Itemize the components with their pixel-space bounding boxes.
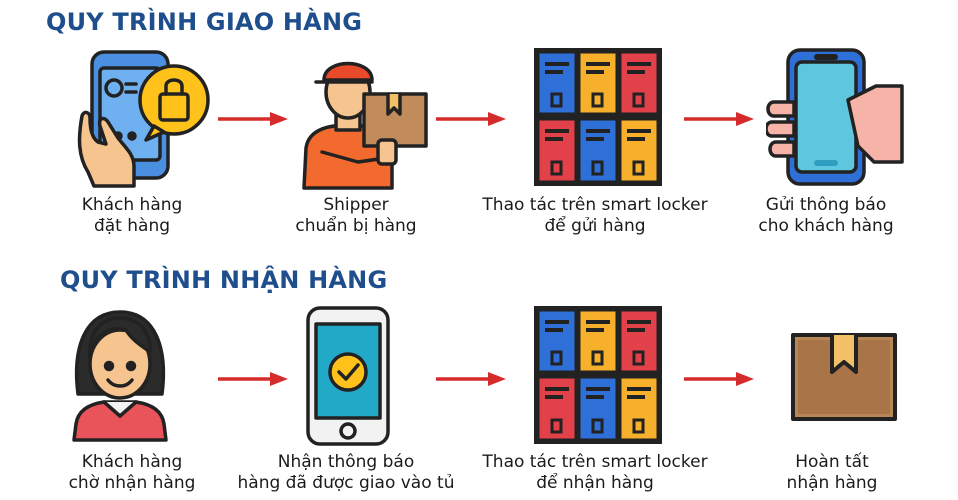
delivery-step-2-caption: Shipper chuẩn bị hàng bbox=[236, 195, 476, 237]
delivery-step-3-caption: Thao tác trên smart locker để gửi hàng bbox=[475, 195, 715, 237]
caption-line: Thao tác trên smart locker bbox=[482, 195, 708, 215]
caption-line: nhận hàng bbox=[786, 473, 878, 493]
package-box-icon bbox=[791, 333, 897, 421]
caption-line: để gửi hàng bbox=[544, 216, 646, 236]
delivery-title: QUY TRÌNH GIAO HÀNG bbox=[46, 8, 363, 36]
caption-line: Khách hàng bbox=[81, 452, 183, 472]
delivery-step-1-caption: Khách hàng đặt hàng bbox=[12, 195, 252, 237]
flow-arrow-5 bbox=[436, 372, 506, 386]
shipper-box-icon bbox=[302, 61, 428, 190]
receiving-step-4-caption: Hoàn tất nhận hàng bbox=[712, 452, 952, 494]
receiving-title: QUY TRÌNH NHẬN HÀNG bbox=[60, 266, 388, 294]
smart-locker-icon bbox=[534, 306, 662, 444]
caption-line: Gửi thông báo bbox=[765, 195, 887, 215]
caption-line: Shipper bbox=[323, 195, 389, 215]
caption-line: Thao tác trên smart locker bbox=[482, 452, 708, 472]
caption-line: Khách hàng bbox=[81, 195, 183, 215]
caption-line: chuẩn bị hàng bbox=[295, 216, 417, 236]
phone-check-icon bbox=[306, 306, 390, 446]
flow-arrow-2 bbox=[436, 112, 506, 126]
flow-arrow-4 bbox=[218, 372, 288, 386]
caption-line: đặt hàng bbox=[93, 216, 171, 236]
hand-phone-notification-icon bbox=[766, 48, 904, 186]
flow-arrow-1 bbox=[218, 112, 288, 126]
receiving-step-1-caption: Khách hàng chờ nhận hàng bbox=[12, 452, 252, 494]
delivery-step-4-caption: Gửi thông báo cho khách hàng bbox=[706, 195, 946, 237]
smart-locker-icon bbox=[534, 48, 662, 186]
flow-arrow-6 bbox=[684, 372, 754, 386]
caption-line: cho khách hàng bbox=[758, 216, 894, 236]
flow-arrow-3 bbox=[684, 112, 754, 126]
caption-line: để nhận hàng bbox=[536, 473, 654, 493]
caption-line: hàng đã được giao vào tủ bbox=[237, 473, 455, 493]
caption-line: chờ nhận hàng bbox=[68, 473, 196, 493]
receiving-step-3-caption: Thao tác trên smart locker để nhận hàng bbox=[475, 452, 715, 494]
caption-line: Nhận thông báo bbox=[277, 452, 415, 472]
customer-woman-icon bbox=[72, 310, 168, 442]
phone-shopping-bag-icon bbox=[77, 50, 210, 188]
receiving-step-2-caption: Nhận thông báo hàng đã được giao vào tủ bbox=[226, 452, 466, 494]
caption-line: Hoàn tất bbox=[795, 452, 869, 472]
